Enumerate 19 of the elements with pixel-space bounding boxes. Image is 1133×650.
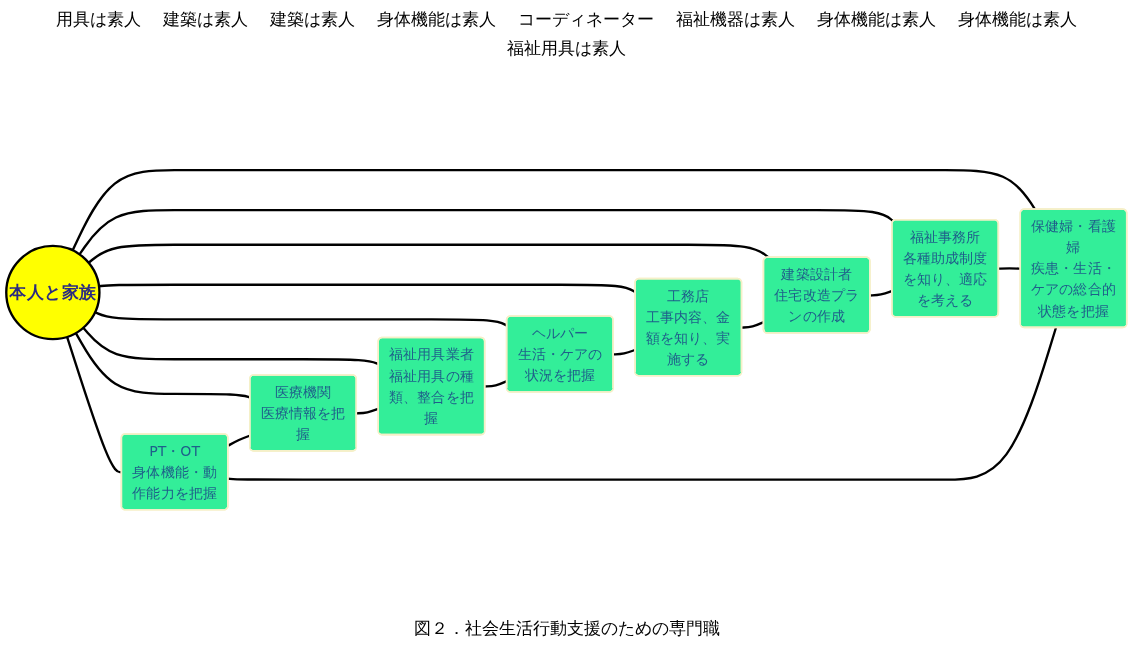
note-text: 身体機能は素人 bbox=[958, 8, 1077, 31]
note-text: 身体機能は素人 bbox=[817, 8, 936, 31]
figure-caption: 図２．社会生活行動支援のための専門職 bbox=[413, 617, 720, 640]
note-text: 福祉機器は素人 bbox=[676, 8, 795, 31]
note-text: 身体機能は素人 bbox=[377, 8, 496, 31]
note-text: コーディネーター bbox=[518, 8, 654, 31]
connector bbox=[228, 326, 1058, 481]
connector bbox=[87, 243, 770, 264]
connector bbox=[613, 348, 636, 356]
note-text: 用具は素人 bbox=[56, 8, 141, 31]
note-text: 建築は素人 bbox=[163, 8, 248, 31]
node-circle: 本人と家族 bbox=[5, 244, 101, 340]
connector bbox=[78, 208, 894, 255]
note-text: 建築は素人 bbox=[270, 8, 355, 31]
connector bbox=[71, 168, 1037, 251]
note-text: 福祉用具は素人 bbox=[507, 37, 626, 60]
connector bbox=[65, 336, 122, 473]
connector bbox=[998, 266, 1021, 270]
connector bbox=[356, 407, 379, 414]
